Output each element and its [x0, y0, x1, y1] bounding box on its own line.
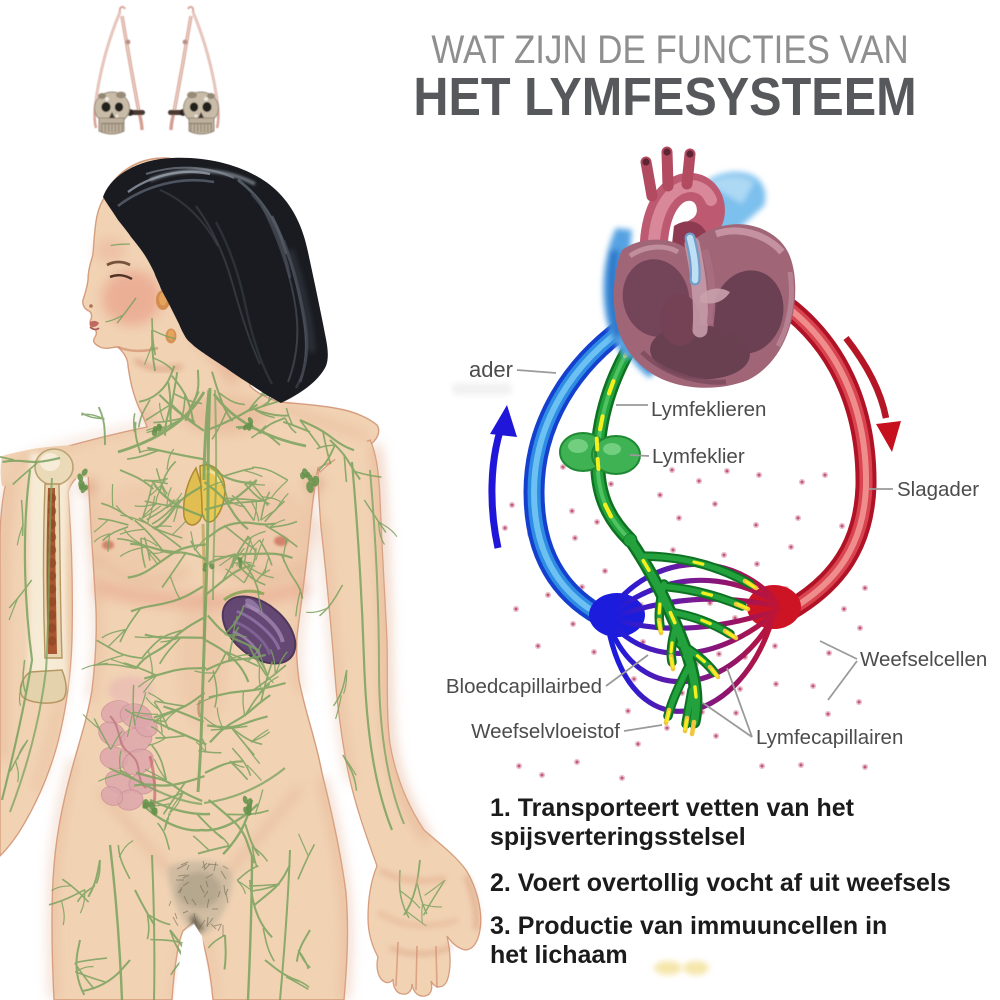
svg-text:Lymfeklieren: Lymfeklieren	[651, 398, 766, 421]
svg-text:Weefselvloeistof: Weefselvloeistof	[471, 720, 620, 743]
svg-text:Lymfeklier: Lymfeklier	[652, 445, 745, 468]
svg-text:Weefselcellen: Weefselcellen	[860, 648, 987, 671]
svg-text:Slagader: Slagader	[897, 478, 979, 501]
svg-text:Bloedcapillairbed: Bloedcapillairbed	[446, 675, 602, 698]
svg-text:Lymfecapillairen: Lymfecapillairen	[756, 726, 903, 749]
svg-text:ader: ader	[469, 357, 513, 382]
